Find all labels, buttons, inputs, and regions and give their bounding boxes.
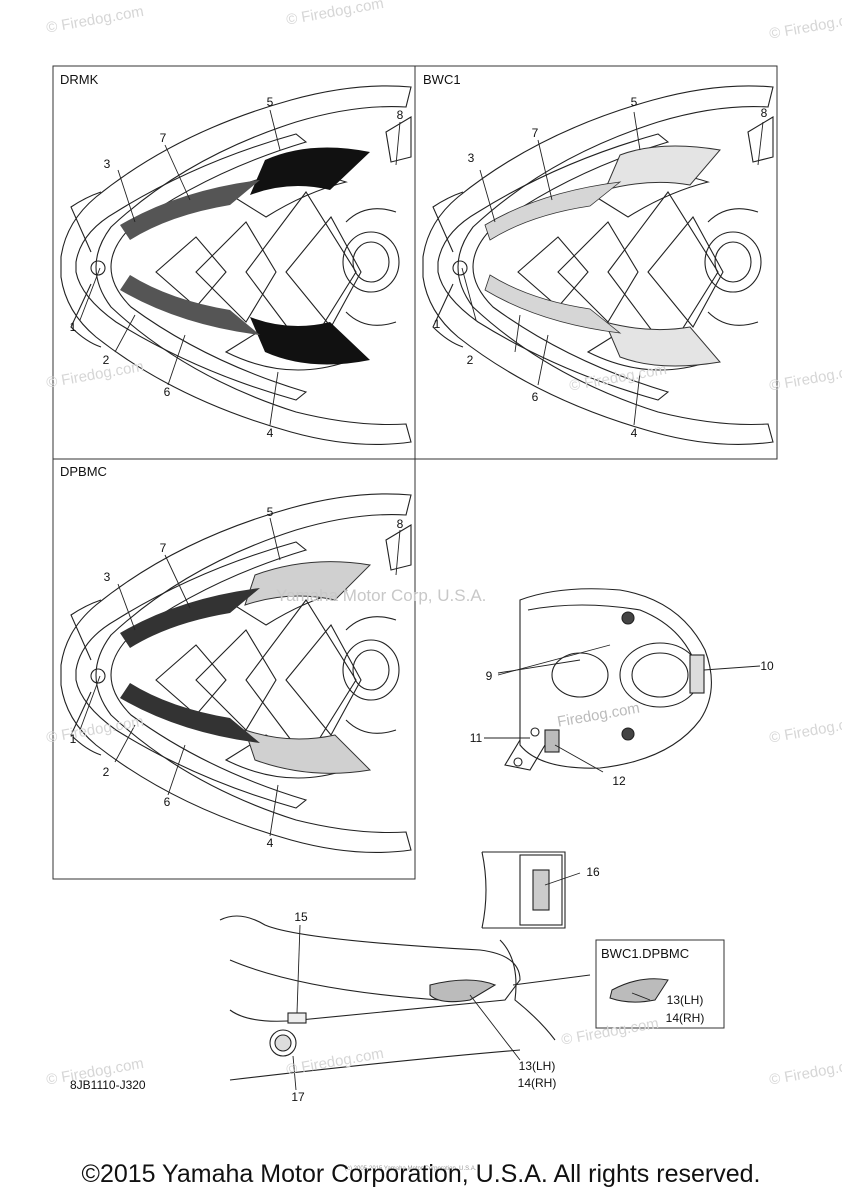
panel-frame-drmk bbox=[52, 65, 416, 460]
callout-1: 1 bbox=[69, 732, 77, 746]
callout-13-lh-inset: 13(LH) bbox=[666, 993, 704, 1007]
callout-12: 12 bbox=[612, 774, 626, 788]
callout-5: 5 bbox=[630, 95, 638, 109]
callout-3: 3 bbox=[467, 151, 475, 165]
callout-6: 6 bbox=[531, 390, 539, 404]
callout-16: 16 bbox=[586, 865, 600, 879]
callout-17: 17 bbox=[291, 1090, 305, 1104]
callout-5: 5 bbox=[266, 95, 274, 109]
callout-3: 3 bbox=[103, 570, 111, 584]
callout-5: 5 bbox=[266, 505, 274, 519]
panel-frame-dpbmc bbox=[52, 458, 416, 880]
deck-drawing bbox=[504, 588, 712, 771]
callout-4: 4 bbox=[266, 426, 274, 440]
panel-title-bwc1: BWC1 bbox=[423, 72, 461, 87]
panel-frame-bwc1 bbox=[414, 65, 778, 460]
panel-title-dpbmc: DPBMC bbox=[60, 464, 107, 479]
callout-4: 4 bbox=[630, 426, 638, 440]
label-plate-drawing bbox=[481, 851, 566, 929]
callout-2: 2 bbox=[102, 353, 110, 367]
leader-lines bbox=[79, 109, 764, 1091]
callout-7: 7 bbox=[159, 131, 167, 145]
watermark-center: Yamaha Motor Corp, U.S.A. bbox=[276, 586, 487, 605]
callout-1: 1 bbox=[69, 320, 77, 334]
callout-7: 7 bbox=[159, 541, 167, 555]
callout-4: 4 bbox=[266, 836, 274, 850]
callout-8: 8 bbox=[760, 106, 768, 120]
callout-9: 9 bbox=[485, 669, 493, 683]
callout-6: 6 bbox=[163, 385, 171, 399]
hood-drawing-bwc1 bbox=[422, 85, 774, 446]
callout-8: 8 bbox=[396, 517, 404, 531]
callout-3: 3 bbox=[103, 157, 111, 171]
callout-2: 2 bbox=[102, 765, 110, 779]
copyright-footer: ©2015 Yamaha Motor Corporation, U.S.A. A… bbox=[81, 1160, 761, 1188]
callout-1: 1 bbox=[433, 317, 441, 331]
hood-drawing-drmk bbox=[60, 85, 412, 446]
callout-8: 8 bbox=[396, 108, 404, 122]
callout-10: 10 bbox=[760, 659, 774, 673]
callout-14-rh-inset: 14(RH) bbox=[665, 1011, 705, 1025]
inset-box bbox=[595, 939, 725, 1029]
side-view-drawing bbox=[219, 915, 556, 1081]
callout-2: 2 bbox=[466, 353, 474, 367]
callout-13-lh: 13(LH) bbox=[518, 1059, 556, 1073]
callout-7: 7 bbox=[531, 126, 539, 140]
callout-14-rh: 14(RH) bbox=[517, 1076, 557, 1090]
callout-15: 15 bbox=[294, 910, 308, 924]
callout-6: 6 bbox=[163, 795, 171, 809]
inset-title: BWC1.DPBMC bbox=[601, 946, 690, 961]
hood-drawing-dpbmc bbox=[60, 493, 412, 854]
callout-11: 11 bbox=[469, 731, 483, 745]
panel-title-drmk: DRMK bbox=[60, 72, 99, 87]
part-code: 8JB1110-J320 bbox=[70, 1078, 146, 1092]
tiny-copyright: (c) 2005-2015 Yamaha Motor Corporation, … bbox=[345, 1166, 477, 1172]
